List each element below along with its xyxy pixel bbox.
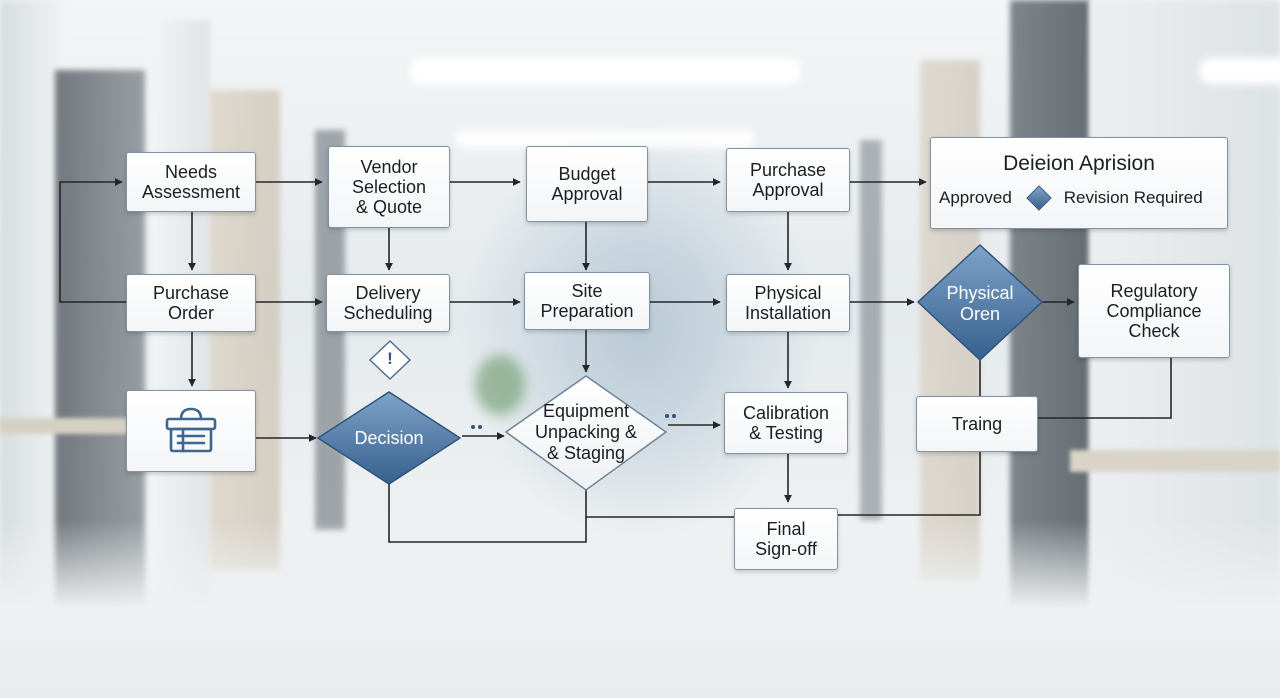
decision-label: Decision: [354, 428, 424, 448]
shopping-basket-icon: [165, 407, 217, 453]
calibration-testing-label: Calibration & Testing: [742, 403, 830, 443]
legend-title: Deieion Aprision: [1003, 152, 1155, 175]
purchase-approval-label: Purchase Approval: [749, 160, 827, 200]
training-node: Traing: [916, 396, 1038, 452]
delivery-scheduling-node: Delivery Scheduling: [326, 274, 450, 332]
decision-diamond: [316, 391, 462, 485]
purchase-approval-node: Purchase Approval: [726, 148, 850, 212]
needs-assessment-node: Needs Assessment: [126, 152, 256, 212]
alert-mark-icon: !: [387, 349, 393, 368]
purchase-order-label: Purchase Order: [152, 283, 230, 323]
vendor-selection-label: Vendor Selection & Quote: [351, 157, 427, 217]
physical-oren-diamond: [916, 243, 1044, 362]
physical-installation-label: Physical Installation: [744, 283, 832, 323]
physical-installation-node: Physical Installation: [726, 274, 850, 332]
calibration-testing-node: Calibration & Testing: [724, 392, 848, 454]
purchase-order-node: Purchase Order: [126, 274, 256, 332]
site-preparation-label: Site Preparation: [540, 281, 634, 321]
equipment-unpacking-label: Equipment Unpacking & & Staging: [534, 401, 638, 463]
legend-revision-required: Revision Required: [1063, 188, 1203, 207]
legend-row: Approved Revision Required: [939, 185, 1223, 211]
line-regulatory-to-training: [1038, 358, 1172, 419]
arrow-loop-to-needs: [59, 178, 126, 303]
legend-approved: Approved: [939, 188, 1012, 207]
line-decision-to-signoff: [388, 484, 587, 543]
equipment-unpacking-diamond: [504, 375, 668, 491]
final-signoff-node: Final Sign-off: [734, 508, 838, 570]
order-box-node: [126, 390, 256, 472]
vendor-selection-node: Vendor Selection & Quote: [328, 146, 450, 228]
decision-legend: Deieion Aprision Approved Revision Requi…: [930, 137, 1228, 229]
physical-oren-label: Physical Oren: [946, 283, 1014, 324]
regulatory-compliance-node: Regulatory Compliance Check: [1078, 264, 1230, 358]
budget-approval-label: Budget Approval: [551, 164, 623, 204]
legend-diamond-icon: [1026, 185, 1052, 211]
budget-approval-node: Budget Approval: [526, 146, 648, 222]
regulatory-compliance-label: Regulatory Compliance Check: [1106, 281, 1202, 341]
site-preparation-node: Site Preparation: [524, 272, 650, 330]
final-signoff-label: Final Sign-off: [755, 519, 817, 559]
line-training-to-signoff: [838, 452, 981, 516]
training-label: Traing: [951, 414, 1003, 434]
alert-diamond: [368, 339, 412, 381]
needs-assessment-label: Needs Assessment: [141, 162, 241, 202]
delivery-scheduling-label: Delivery Scheduling: [343, 283, 433, 323]
